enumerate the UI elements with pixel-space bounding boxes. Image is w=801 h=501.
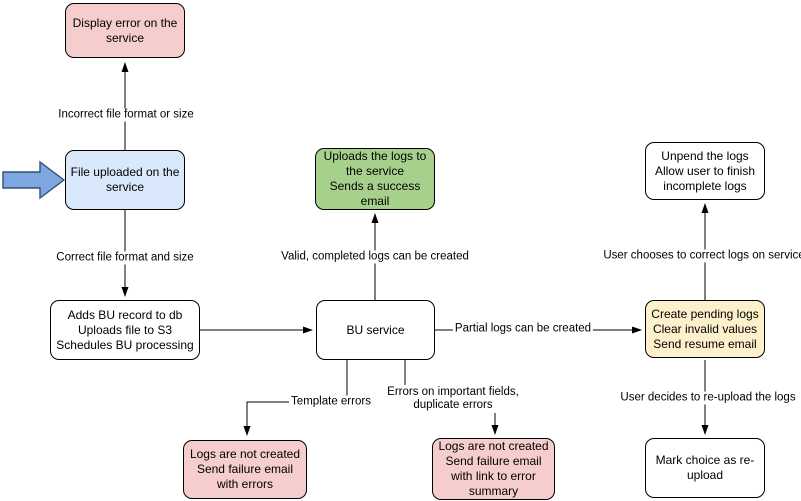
node-mark-reupload: Mark choice as re- upload (645, 438, 765, 498)
node-fail-fields: Logs are not created Send failure email … (432, 438, 555, 500)
edge-label-partial-logs: Partial logs can be created (452, 322, 594, 336)
edge-label-incorrect-format: Incorrect file format or size (56, 108, 196, 122)
node-create-pending: Create pending logs Clear invalid values… (645, 300, 765, 358)
node-adds-bu-record: Adds BU record to db Uploads file to S3 … (50, 300, 200, 360)
edge-label-template-errors: Template errors (289, 395, 373, 409)
edge-label-user-correct: User chooses to correct logs on service (601, 249, 801, 263)
node-bu-service: BU service (316, 300, 435, 360)
edge-label-valid-logs: Valid, completed logs can be created (279, 250, 471, 264)
node-file-uploaded: File uploaded on the service (65, 150, 185, 210)
edge-label-field-errors: Errors on important fields, duplicate er… (385, 386, 521, 412)
node-uploads-logs: Uploads the logs to the service Sends a … (315, 148, 435, 210)
node-fail-template: Logs are not created Send failure email … (183, 440, 307, 499)
edge-label-user-reupload: User decides to re-upload the logs (618, 391, 798, 405)
input-arrow-icon (2, 160, 66, 200)
edge-label-correct-format: Correct file format and size (54, 251, 196, 265)
node-display-error: Display error on the service (65, 3, 185, 58)
node-unpend-logs: Unpend the logs Allow user to finish inc… (645, 142, 765, 200)
